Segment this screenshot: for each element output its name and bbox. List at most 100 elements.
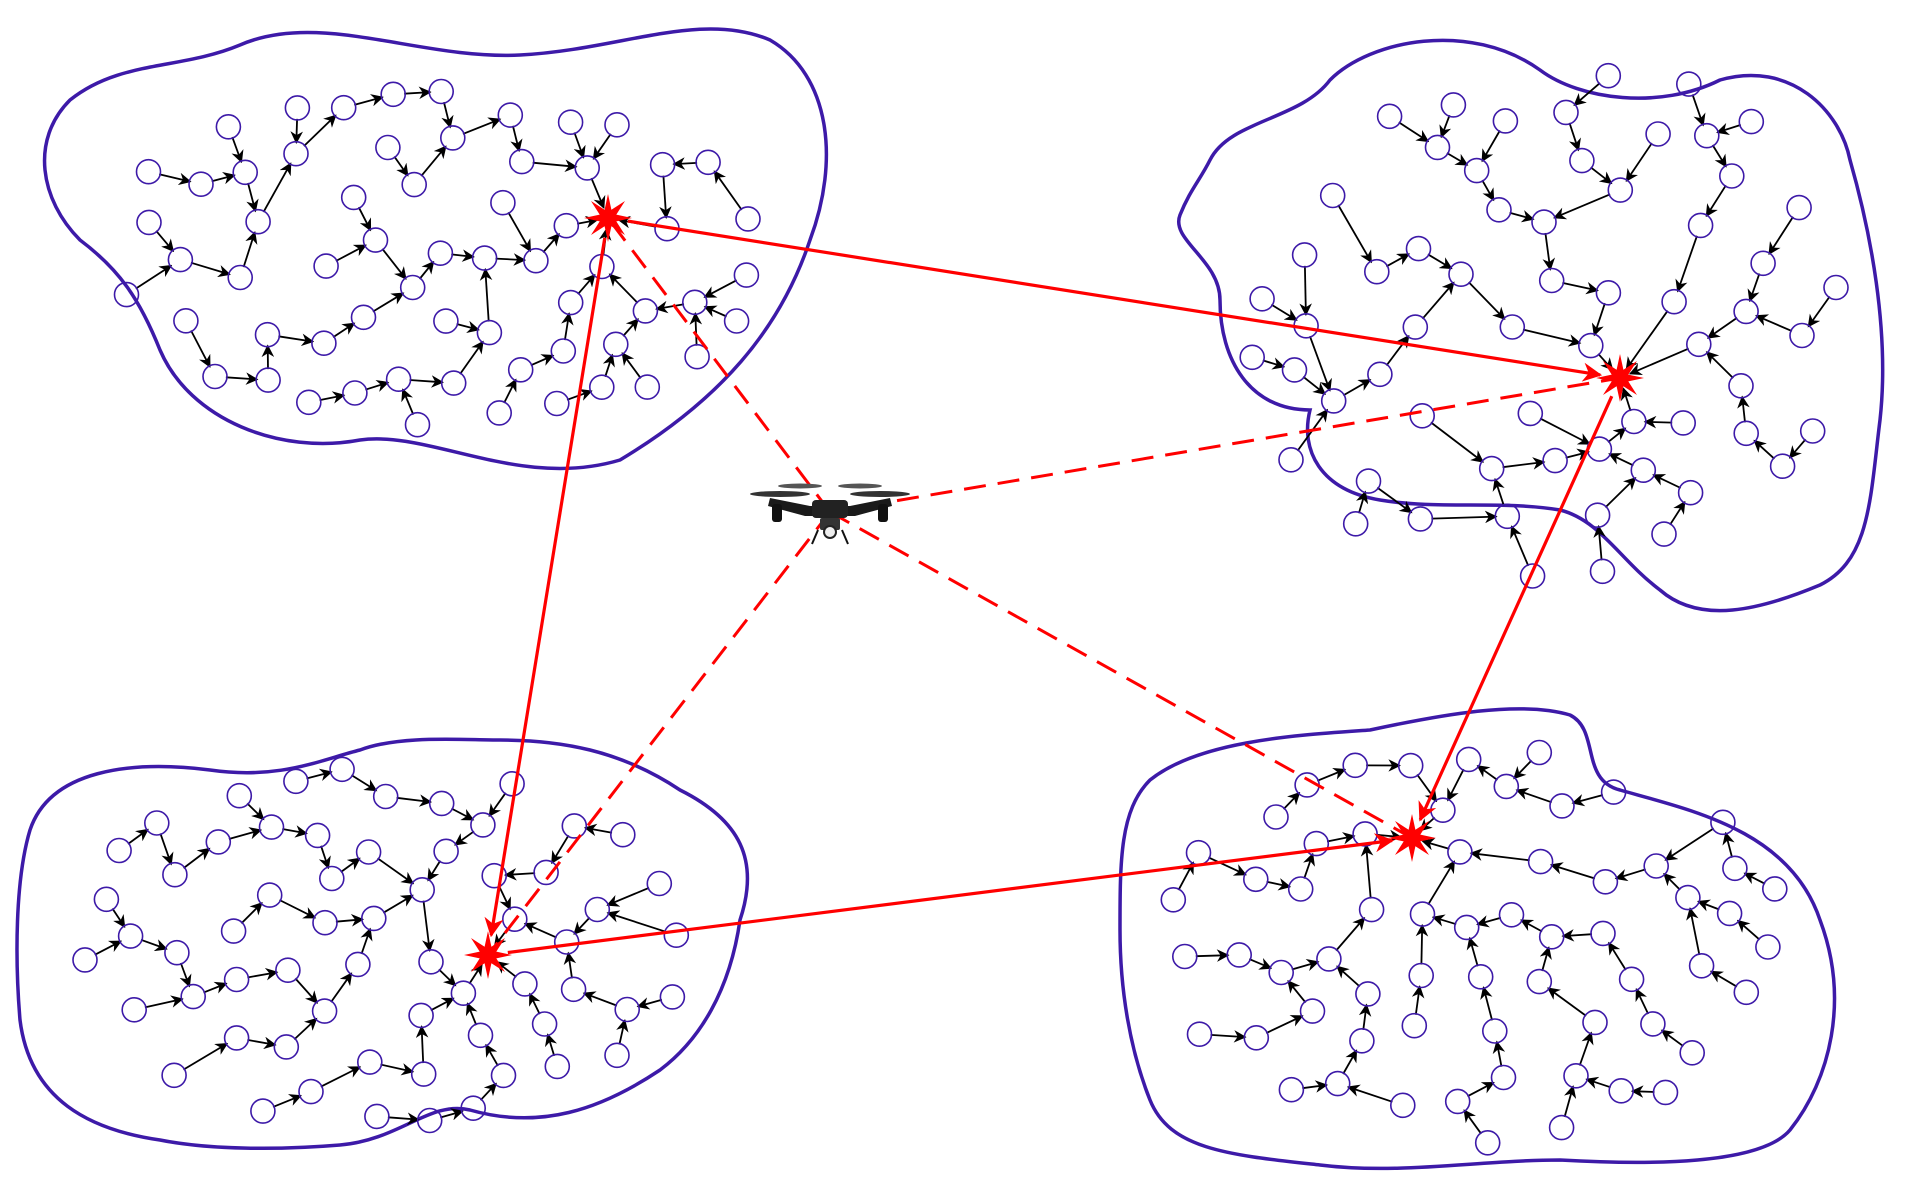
cluster-head-star-icon bbox=[1596, 354, 1644, 402]
node-link-arrow bbox=[190, 330, 211, 368]
sensor-node bbox=[1595, 279, 1622, 306]
node-link-arrow bbox=[380, 1063, 415, 1076]
node-link-arrow bbox=[422, 900, 435, 953]
node-link-arrow bbox=[1431, 914, 1457, 927]
sensor-node bbox=[313, 253, 339, 279]
node-link-arrow bbox=[1768, 216, 1794, 256]
node-link-arrow bbox=[590, 177, 606, 209]
sensor-node bbox=[318, 865, 345, 892]
sensor-node bbox=[1618, 966, 1645, 993]
node-link-arrow bbox=[140, 938, 168, 952]
cluster-head-star-icon bbox=[1388, 814, 1436, 862]
sensor-node bbox=[409, 876, 436, 903]
node-link-arrow bbox=[1303, 852, 1315, 879]
sensor-node bbox=[439, 125, 466, 151]
sensor-node bbox=[1517, 400, 1544, 427]
node-link-arrow bbox=[1563, 1085, 1577, 1118]
sensor-node bbox=[723, 308, 750, 334]
sensor-node bbox=[283, 768, 309, 795]
node-link-arrow bbox=[1463, 1109, 1482, 1135]
node-link-arrow bbox=[659, 175, 672, 220]
node-link-arrow bbox=[1376, 486, 1413, 514]
sensor-node bbox=[404, 411, 431, 438]
sensor-node bbox=[380, 81, 407, 108]
node-link-arrow bbox=[1326, 832, 1356, 845]
node-link-arrow bbox=[418, 260, 435, 280]
sensor-node bbox=[1769, 453, 1796, 480]
node-link-arrow bbox=[1585, 1076, 1611, 1089]
sensor-node bbox=[1243, 866, 1269, 893]
node-link-arrow bbox=[1346, 1084, 1393, 1103]
node-link-arrow bbox=[498, 885, 511, 911]
uav-link bbox=[829, 510, 1413, 840]
sensor-node bbox=[486, 400, 513, 426]
sensor-node bbox=[1799, 418, 1826, 444]
sensor-node bbox=[1249, 285, 1275, 312]
node-link-arrow bbox=[542, 233, 560, 253]
sensor-node bbox=[180, 983, 206, 1010]
node-link-arrow bbox=[563, 951, 577, 979]
sensor-node bbox=[1463, 157, 1490, 184]
sensor-node bbox=[1762, 876, 1788, 902]
node-link-arrow bbox=[1195, 949, 1230, 962]
sensor-node bbox=[1440, 92, 1467, 118]
sensor-node bbox=[1548, 1114, 1575, 1141]
node-link-arrow bbox=[319, 391, 346, 404]
sensor-node bbox=[1519, 563, 1546, 589]
node-link-arrow bbox=[1549, 862, 1596, 880]
sensor-node bbox=[1608, 1078, 1634, 1104]
uav-link bbox=[829, 376, 1621, 514]
node-link-arrow bbox=[1737, 395, 1750, 423]
sensor-node bbox=[1526, 739, 1553, 766]
sensor-node bbox=[362, 227, 389, 253]
node-link-arrow bbox=[523, 922, 557, 939]
sensor-node bbox=[312, 909, 338, 936]
sensor-node bbox=[117, 923, 144, 949]
sensor-node bbox=[284, 95, 311, 121]
node-link-arrow bbox=[1614, 868, 1646, 882]
sensor-node bbox=[205, 829, 232, 855]
sensor-node bbox=[440, 370, 467, 396]
node-link-arrow bbox=[1358, 1003, 1372, 1031]
inter-cluster-link bbox=[627, 219, 1603, 382]
sensor-node bbox=[135, 158, 162, 185]
sensor-node bbox=[1688, 952, 1715, 979]
node-link-arrow bbox=[1480, 986, 1493, 1021]
sensor-node bbox=[1281, 357, 1308, 383]
inter-cluster-link bbox=[1418, 395, 1614, 822]
sensor-node bbox=[632, 298, 659, 324]
node-link-arrow bbox=[211, 172, 236, 185]
node-link-arrow bbox=[1446, 152, 1469, 166]
cluster-boundary-bottom-right bbox=[1118, 707, 1837, 1171]
node-link-arrow bbox=[503, 378, 517, 404]
sensor-node bbox=[604, 112, 630, 138]
sensor-node bbox=[1738, 108, 1765, 135]
sensor-node bbox=[1448, 261, 1474, 288]
sensor-node bbox=[329, 756, 355, 783]
sensor-node bbox=[1600, 779, 1627, 805]
node-link-arrow bbox=[158, 172, 192, 186]
node-link-arrow bbox=[507, 211, 532, 253]
node-link-arrow bbox=[1607, 427, 1627, 443]
inter-cluster-link bbox=[484, 237, 607, 938]
node-link-arrow bbox=[1522, 328, 1582, 347]
sensor-node bbox=[162, 861, 188, 888]
node-link-arrow bbox=[1663, 872, 1681, 891]
node-link-arrow bbox=[1282, 791, 1301, 810]
sensor-node bbox=[1538, 923, 1565, 950]
sensor-node bbox=[1553, 99, 1579, 126]
sensor-node bbox=[1355, 468, 1382, 494]
sensor-node bbox=[481, 862, 508, 889]
node-link-arrow bbox=[479, 267, 493, 322]
sensor-node bbox=[433, 838, 459, 865]
sensor-node bbox=[1526, 968, 1553, 995]
sensor-node bbox=[227, 264, 253, 291]
node-link-arrow bbox=[1208, 856, 1247, 876]
node-link-arrow bbox=[1262, 357, 1286, 370]
node-link-arrow bbox=[155, 230, 175, 253]
sensor-node bbox=[1733, 298, 1759, 325]
node-link-arrow bbox=[1753, 439, 1776, 460]
sensor-node bbox=[144, 810, 170, 836]
node-link-arrow bbox=[672, 157, 698, 170]
sensor-node bbox=[1278, 1076, 1305, 1103]
